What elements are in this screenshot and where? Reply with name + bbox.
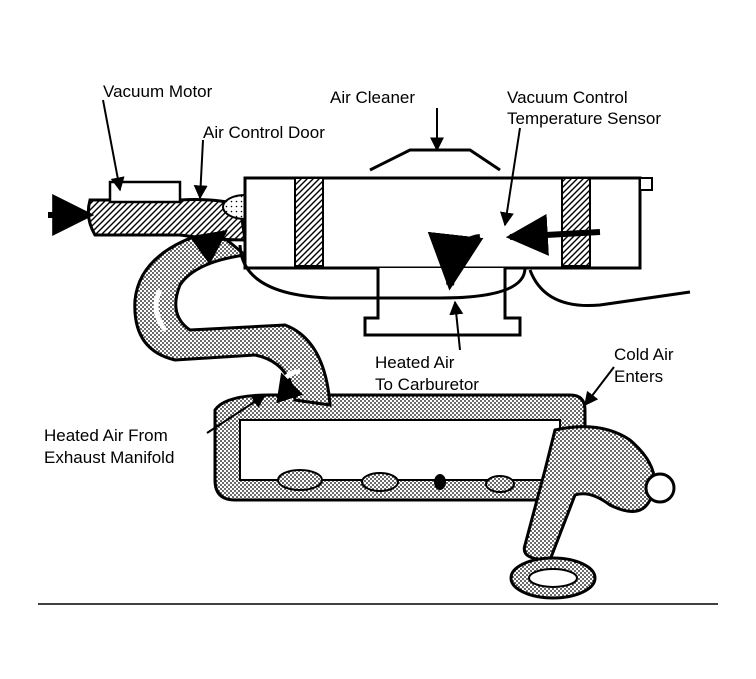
heated-air-from-label-2: Exhaust Manifold — [44, 448, 174, 467]
vacuum-control-label-1: Vacuum Control — [507, 88, 628, 107]
vacuum-control-label-2: Temperature Sensor — [507, 109, 661, 128]
air-control-door-label: Air Control Door — [203, 123, 325, 142]
sensor-arrow — [505, 213, 601, 256]
duct-up-arrow — [189, 229, 228, 265]
snorkel-vacuum-motor — [86, 180, 268, 242]
air-cleaner-label: Air Cleaner — [330, 88, 415, 107]
cold-air-label-1: Cold Air — [614, 345, 674, 364]
heated-air-to-label-2: To Carburetor — [375, 375, 479, 394]
exhaust-manifold — [213, 393, 676, 600]
heated-air-from-label-1: Heated Air From — [44, 426, 168, 445]
heated-air-down-arrow — [427, 231, 484, 291]
label-pointers — [102, 99, 615, 434]
vacuum-motor-label: Vacuum Motor — [103, 82, 213, 101]
cold-air-label-2: Enters — [614, 367, 663, 386]
heated-air-to-label-1: Heated Air — [375, 353, 455, 372]
exhaust-heat-arrow — [276, 372, 304, 404]
flow-arrows — [48, 194, 601, 404]
